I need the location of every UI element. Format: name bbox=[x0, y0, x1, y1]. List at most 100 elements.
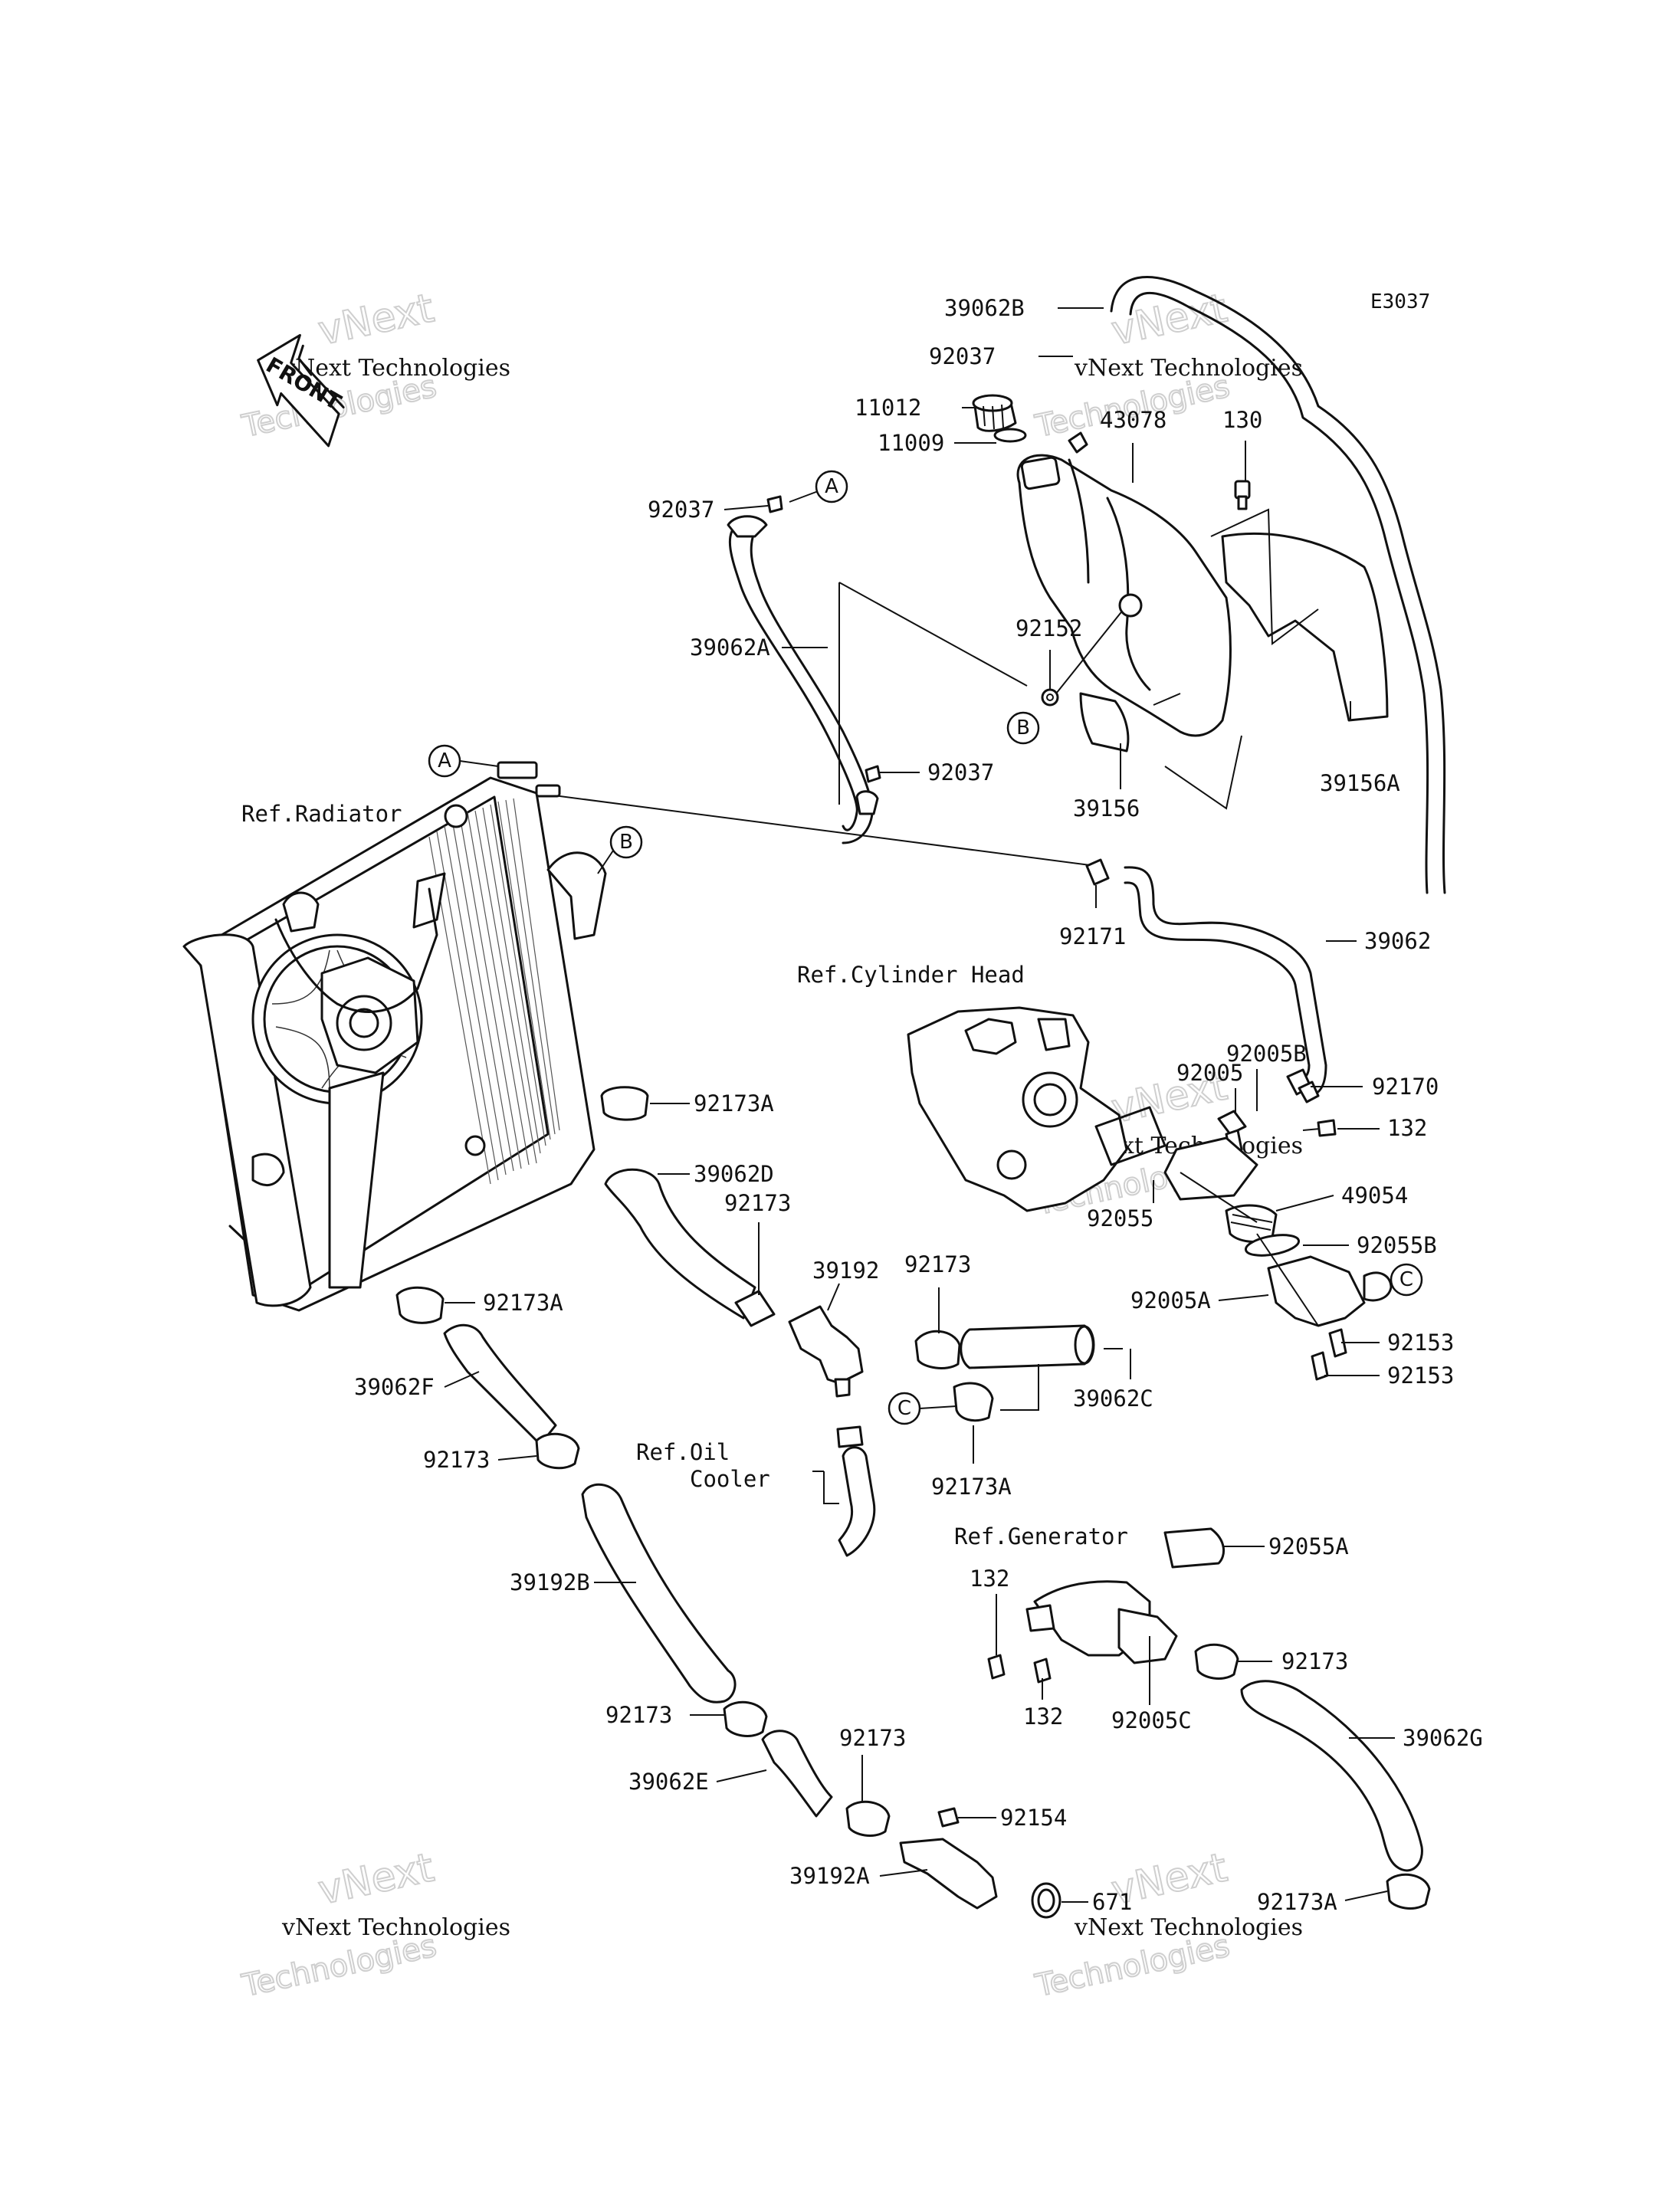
part-label-92153-a: 92153 bbox=[1387, 1330, 1454, 1356]
part-label-92005: 92005 bbox=[1176, 1060, 1243, 1086]
clamp-92173-left bbox=[535, 1432, 580, 1470]
clamp-92173-mid bbox=[734, 1290, 776, 1327]
svg-text:B: B bbox=[619, 831, 633, 854]
bolt-132-gen-b bbox=[1033, 1658, 1052, 1684]
o-ring-671 bbox=[1031, 1882, 1061, 1919]
bolt-132-gen-a bbox=[987, 1654, 1006, 1680]
hose-39062F bbox=[443, 1323, 557, 1446]
clamp-92173-low bbox=[723, 1700, 768, 1737]
pad-39156 bbox=[1079, 692, 1130, 753]
part-labels: 39062B 92037 11012 11009 43078 130 92037… bbox=[354, 295, 1483, 1915]
hose-39062E bbox=[761, 1730, 833, 1818]
ref-radiator-label: Ref.Radiator bbox=[241, 801, 402, 827]
gasket-11009 bbox=[993, 428, 1027, 443]
part-label-39156: 39156 bbox=[1073, 795, 1140, 821]
clamp-92173-gen bbox=[1194, 1643, 1239, 1680]
part-label-39192: 39192 bbox=[812, 1258, 879, 1284]
bolt-130 bbox=[1234, 480, 1251, 510]
part-label-39062: 39062 bbox=[1364, 928, 1431, 954]
part-label-92037-left: 92037 bbox=[648, 497, 714, 523]
part-label-11012: 11012 bbox=[855, 395, 921, 421]
part-label-92152: 92152 bbox=[1016, 615, 1082, 641]
part-label-92173A-bot: 92173A bbox=[1257, 1889, 1337, 1915]
svg-text:C: C bbox=[897, 1397, 911, 1420]
tank-neck bbox=[1020, 456, 1061, 490]
part-label-92005B: 92005B bbox=[1226, 1041, 1307, 1067]
part-label-132-top: 132 bbox=[1387, 1115, 1427, 1141]
watermark-big: vNext bbox=[314, 1844, 438, 1913]
overflow-hose-39062B bbox=[1110, 276, 1446, 894]
part-label-92154: 92154 bbox=[1000, 1805, 1067, 1831]
part-label-92173A-c: 92173A bbox=[931, 1474, 1012, 1500]
svg-text:A: A bbox=[438, 749, 451, 772]
part-label-92037-bottom: 92037 bbox=[927, 759, 994, 785]
gasket-92055A bbox=[1163, 1527, 1226, 1569]
part-label-39062D: 39062D bbox=[694, 1161, 774, 1187]
watermark-big: vNext bbox=[314, 285, 438, 354]
part-label-92153-b: 92153 bbox=[1387, 1362, 1454, 1389]
sensor-92005 bbox=[1217, 1110, 1247, 1136]
part-label-92173-gen: 92173 bbox=[1281, 1648, 1348, 1674]
svg-text:C: C bbox=[1399, 1268, 1413, 1291]
ref-oil-cooler-label-1: Ref.Oil bbox=[636, 1439, 730, 1465]
gasket-92055B bbox=[1244, 1234, 1301, 1257]
ref-oil-cooler-label-2: Cooler bbox=[690, 1466, 770, 1492]
clamp-92171 bbox=[1085, 858, 1110, 886]
clip-92037-left bbox=[766, 495, 783, 513]
svg-text:B: B bbox=[1016, 716, 1030, 739]
watermark-line1: vNext Technologies bbox=[1074, 355, 1303, 382]
marker-c-housing: C bbox=[1390, 1263, 1423, 1297]
part-label-39062C: 39062C bbox=[1073, 1385, 1153, 1412]
hose-39062A bbox=[727, 495, 1028, 844]
part-label-92171: 92171 bbox=[1059, 923, 1126, 949]
tank-cap-11012 bbox=[972, 394, 1017, 432]
part-label-92037-top: 92037 bbox=[929, 343, 996, 369]
marker-b-tank: B bbox=[1006, 711, 1040, 745]
leader-lines bbox=[444, 307, 1395, 1903]
part-label-39062B: 39062B bbox=[944, 295, 1025, 321]
thermostat-housing-group bbox=[1163, 1110, 1393, 1381]
radiator-assembly bbox=[182, 761, 1097, 1312]
watermark-line1: vNext Technologies bbox=[281, 1914, 510, 1941]
lower-left-hose bbox=[395, 1286, 1061, 1919]
bolt-92154 bbox=[937, 1807, 960, 1828]
marker-a-radiator: A bbox=[428, 744, 499, 778]
clamp-92173-bot bbox=[845, 1800, 891, 1837]
part-label-92173A-top: 92173A bbox=[694, 1090, 774, 1117]
part-label-39192A: 39192A bbox=[789, 1863, 870, 1889]
bolt-132-top bbox=[1317, 1119, 1337, 1137]
part-label-92173-right: 92173 bbox=[904, 1251, 971, 1277]
connector-39192 bbox=[788, 1305, 864, 1385]
part-label-92055A: 92055A bbox=[1268, 1533, 1349, 1559]
part-label-92055B: 92055B bbox=[1357, 1232, 1437, 1258]
part-label-92173-mid: 92173 bbox=[724, 1190, 791, 1216]
thermostat-49054 bbox=[1225, 1204, 1278, 1243]
part-label-39156A: 39156A bbox=[1320, 770, 1400, 796]
hose-39062D bbox=[604, 1168, 756, 1320]
clip-92037-top bbox=[1068, 431, 1088, 454]
part-label-39062G: 39062G bbox=[1403, 1725, 1483, 1751]
bolt-92153-a bbox=[1328, 1328, 1347, 1358]
bracket-39156A bbox=[1221, 532, 1389, 722]
hose-39062 bbox=[1085, 858, 1327, 1103]
pipe-39192A bbox=[899, 1838, 998, 1910]
hose-39062C bbox=[960, 1324, 1094, 1369]
marker-b-radiator: B bbox=[597, 825, 643, 874]
clamp-92173A-bot bbox=[1386, 1873, 1431, 1910]
part-label-92173-bot: 92173 bbox=[839, 1725, 906, 1751]
radiator-core-fins bbox=[428, 798, 560, 1185]
hose-39192B bbox=[581, 1483, 737, 1703]
part-label-43078: 43078 bbox=[1100, 407, 1166, 433]
diagram-code: E3037 bbox=[1370, 290, 1430, 313]
part-label-130: 130 bbox=[1222, 407, 1262, 433]
part-label-671: 671 bbox=[1092, 1889, 1132, 1915]
part-label-11009: 11009 bbox=[878, 430, 944, 456]
ref-cylinder-head-label: Ref.Cylinder Head bbox=[797, 962, 1025, 988]
left-hose-stack bbox=[600, 1086, 1123, 1557]
clamp-92173-right bbox=[914, 1330, 961, 1369]
watermark-line1: vNext Technologies bbox=[1074, 1914, 1303, 1941]
part-label-92173-low: 92173 bbox=[605, 1702, 672, 1728]
part-label-132-gen-a: 132 bbox=[970, 1566, 1009, 1592]
part-label-39062A: 39062A bbox=[690, 635, 770, 661]
